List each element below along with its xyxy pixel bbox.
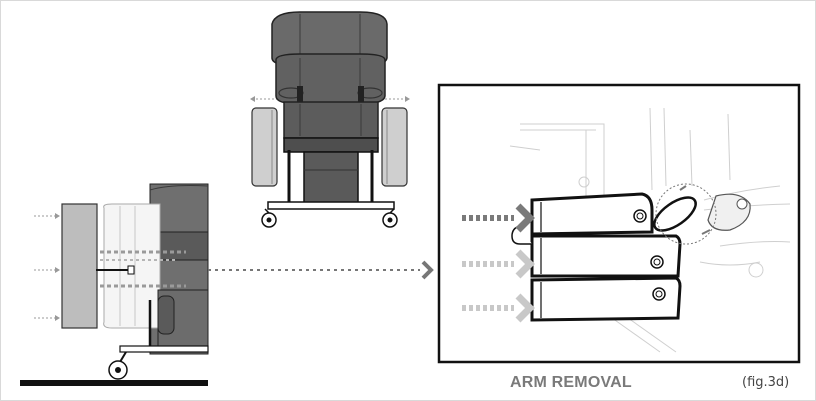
figure-caption: ARM REMOVAL xyxy=(510,374,632,391)
arm-detail-illustration xyxy=(437,83,801,364)
figure-number: (fig.3d) xyxy=(742,375,790,390)
pointer-arrow-icon xyxy=(208,260,434,280)
chair-side-view xyxy=(20,183,209,386)
chair-front-view xyxy=(250,11,410,228)
